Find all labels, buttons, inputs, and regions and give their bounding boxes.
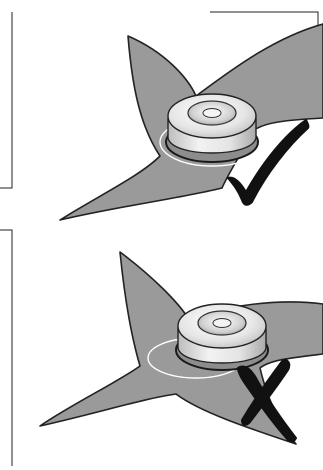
panel-incorrect-seating: [0, 222, 323, 470]
incorrect-seating-illustration: [0, 222, 323, 470]
frame-line-left: [0, 230, 12, 466]
frame-line-top: [0, 12, 12, 188]
correct-seating-illustration: [0, 0, 323, 222]
panel-correct-seating: [0, 0, 323, 222]
cap-hole: [203, 109, 221, 118]
cap-hole: [213, 319, 231, 328]
